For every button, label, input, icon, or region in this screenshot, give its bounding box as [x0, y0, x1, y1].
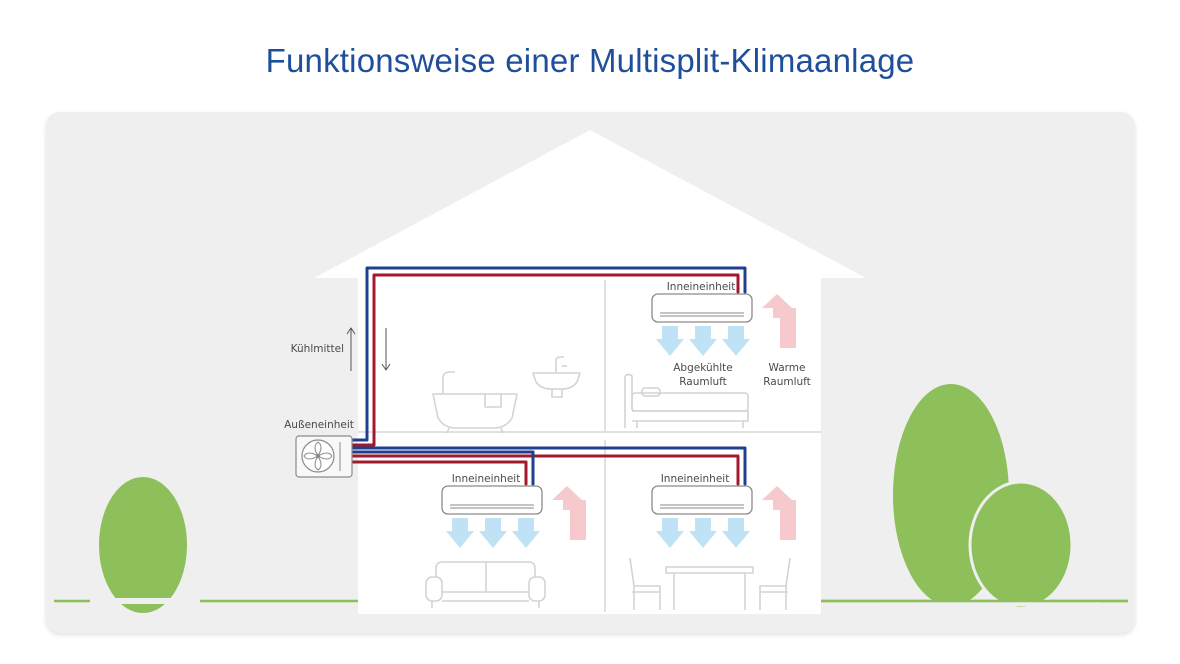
- chair-icon: [759, 557, 791, 610]
- house-body: [358, 278, 821, 614]
- sink-icon: [532, 356, 581, 398]
- bed-icon: [624, 373, 749, 428]
- indoor-unit-upper-right: Inneineinheit: [651, 281, 753, 323]
- warm-air-arrow-upper-right: [762, 294, 796, 348]
- warm-air-arrow-lower-right: [762, 486, 796, 540]
- warm-air-label-line2: Raumluft: [763, 376, 811, 388]
- left-tree: [99, 477, 187, 613]
- house-roof: [314, 130, 866, 278]
- coolant-flow-arrows: [346, 327, 391, 371]
- refrigerant-pipes: [350, 266, 747, 486]
- cooled-air-arrows-lower-right: [656, 518, 750, 548]
- chair-icon: [629, 557, 661, 610]
- sofa-icon: [425, 561, 546, 608]
- dining-table-icon: [665, 566, 754, 610]
- indoor-unit-label: Inneineinheit: [667, 281, 736, 293]
- coolant-label: Kühlmittel: [291, 343, 344, 355]
- cooled-air-label-line2: Raumluft: [679, 376, 727, 388]
- indoor-unit-lower-left: Inneineinheit: [441, 473, 543, 515]
- right-tree-small: [968, 480, 1074, 610]
- warm-air-arrow-lower-left: [552, 486, 586, 540]
- indoor-unit-label: Inneineinheit: [661, 473, 730, 485]
- cooled-air-label-line1: Abgekühlte: [673, 362, 733, 374]
- outdoor-unit: [295, 435, 353, 478]
- page-title: Funktionsweise einer Multisplit-Klimaanl…: [265, 42, 915, 79]
- fan-icon: [301, 439, 335, 473]
- cooled-air-arrows-upper-right: [656, 326, 750, 356]
- outdoor-unit-label: Außeneinheit: [284, 419, 354, 431]
- indoor-unit-label: Inneineinheit: [452, 473, 521, 485]
- bathtub-icon: [432, 371, 518, 434]
- cooled-air-arrows-lower-left: [446, 518, 540, 548]
- warm-air-label-line1: Warme: [769, 362, 806, 374]
- indoor-unit-lower-right: Inneineinheit: [651, 473, 753, 515]
